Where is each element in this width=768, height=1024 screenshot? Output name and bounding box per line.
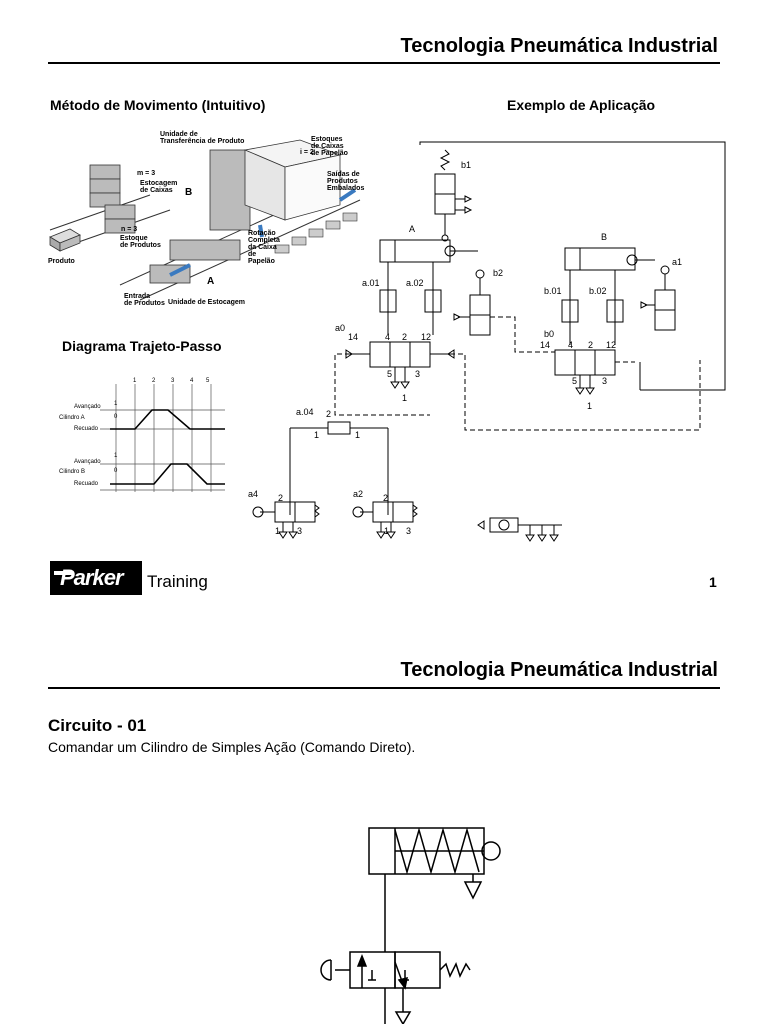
page2-header-rule — [48, 687, 720, 689]
label-b: B — [185, 187, 193, 198]
cyl-a-one: 1 — [114, 401, 118, 407]
cyl-a-label: Cilindro A — [59, 415, 85, 421]
label-storage-unit: Unidade de Estocagem — [168, 299, 246, 306]
step-3: 3 — [171, 378, 175, 384]
label-m3: m = 3 — [137, 170, 156, 177]
circuit-label-b01: b.01 — [544, 286, 562, 296]
page-header-title: Tecnologia Pneumática Industrial — [400, 35, 718, 57]
a04-port-2: 2 — [326, 409, 332, 419]
a2-port-3: 3 — [406, 526, 412, 536]
page2-header-title: Tecnologia Pneumática Industrial — [400, 659, 718, 681]
training-label: Training — [147, 572, 208, 591]
a0-port-2: 2 — [402, 332, 408, 342]
cyl-a-advanced: Avançado — [74, 404, 101, 410]
diagram-title: Diagrama Trajeto-Passo — [62, 338, 222, 354]
cyl-b-retracted: Recuado — [74, 481, 99, 487]
step-diagram — [100, 384, 225, 492]
parker-logo: Parker — [50, 561, 142, 595]
cyl-b-one: 1 — [114, 453, 118, 459]
cyl-b-advanced: Avançado — [74, 459, 101, 465]
circuit-label-b0: b0 — [544, 329, 555, 339]
circuit-label-b02: b.02 — [589, 286, 607, 296]
cyl-b-label: Cilindro B — [59, 469, 86, 475]
step-4: 4 — [190, 378, 194, 384]
page-number: 1 — [709, 574, 717, 590]
single-acting-cylinder-circuit — [320, 827, 501, 1024]
circuit-label-a1: a1 — [672, 257, 683, 267]
a0-port-5: 5 — [387, 369, 393, 379]
packaging-illustration — [49, 139, 361, 301]
circuit-title: Circuito - 01 — [48, 716, 147, 735]
b0-port-1: 1 — [587, 401, 593, 411]
pneumatic-circuit — [252, 141, 726, 542]
application-title: Exemplo de Aplicação — [507, 97, 656, 113]
label-a: A — [207, 276, 215, 287]
label-i2: i = 2 — [300, 149, 314, 156]
circuit-label-cyl-a: A — [409, 224, 416, 234]
step-1: 1 — [133, 378, 137, 384]
a2-port-2: 2 — [383, 493, 389, 503]
a2-port-1: 1 — [384, 526, 390, 536]
b0-port-4: 4 — [568, 340, 574, 350]
a0-port-1: 1 — [402, 393, 408, 403]
b0-port-14: 14 — [540, 340, 551, 350]
b0-port-2: 2 — [588, 340, 594, 350]
circuit-label-a2: a2 — [353, 489, 364, 499]
a4-port-3: 3 — [297, 526, 303, 536]
a0-port-14: 14 — [348, 332, 359, 342]
b0-port-5: 5 — [572, 376, 578, 386]
cyl-b-zero: 0 — [114, 468, 118, 474]
a0-port-4: 4 — [385, 332, 391, 342]
label-n3: n = 3 — [121, 226, 138, 233]
circuit-label-b2: b2 — [493, 268, 504, 278]
cyl-a-retracted: Recuado — [74, 426, 99, 432]
cyl-a-zero: 0 — [114, 414, 118, 420]
b0-port-3: 3 — [602, 376, 608, 386]
a04-port-1-left: 1 — [314, 430, 320, 440]
a4-port-1: 1 — [275, 526, 281, 536]
method-title: Método de Movimento (Intuitivo) — [50, 97, 266, 113]
parker-logo-text: Parker — [60, 565, 124, 590]
circuit-label-a4: a4 — [248, 489, 259, 499]
circuit-description: Comandar um Cilindro de Simples Ação (Co… — [48, 739, 416, 755]
step-2: 2 — [152, 378, 156, 384]
a0-port-3: 3 — [415, 369, 421, 379]
b0-port-12: 12 — [606, 340, 617, 350]
circuit-label-a04: a.04 — [296, 407, 314, 417]
a4-port-2: 2 — [278, 493, 284, 503]
circuit-label-a0: a0 — [335, 323, 346, 333]
header-rule — [48, 62, 720, 64]
circuit-label-cyl-b: B — [601, 232, 608, 242]
circuit-label-b1: b1 — [461, 160, 472, 170]
circuit-label-a02: a.02 — [406, 278, 424, 288]
circuit-label-a01: a.01 — [362, 278, 380, 288]
label-product: Produto — [48, 258, 75, 265]
a04-port-1-right: 1 — [355, 430, 361, 440]
step-5: 5 — [206, 378, 210, 384]
a0-port-12: 12 — [421, 332, 432, 342]
